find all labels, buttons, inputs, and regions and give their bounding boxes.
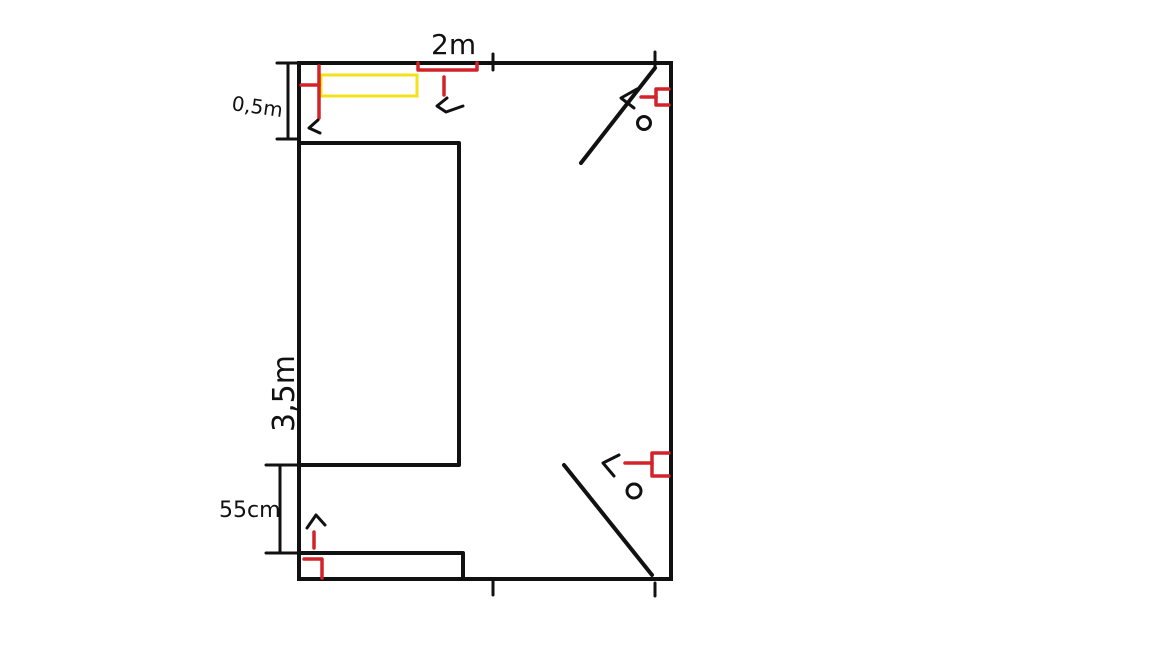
camera-icon — [305, 513, 327, 530]
highlight-rectangle — [319, 73, 419, 98]
red-markers — [299, 61, 671, 580]
label-top-offset: 0,5m — [230, 91, 284, 122]
room-outline — [297, 61, 673, 581]
dimension-lines — [264, 61, 299, 555]
bottom-left-marker-corner — [302, 557, 324, 580]
camera-icon — [307, 118, 322, 135]
top-width-bracket — [416, 61, 479, 72]
camera-glyphs — [305, 87, 652, 530]
diagonal-bottom — [562, 463, 654, 577]
right-lower-marker — [650, 451, 671, 478]
camera-icon — [619, 87, 639, 110]
wall-ticks — [491, 50, 657, 598]
interior-structures — [297, 66, 657, 581]
label-top-width: 2m — [431, 28, 476, 61]
right-upper-marker — [654, 87, 671, 107]
camera-icon — [435, 96, 465, 114]
bottom-block — [297, 551, 465, 581]
label-bottom-offset: 55cm — [219, 498, 281, 523]
diagonal-top — [579, 66, 657, 165]
large-block — [297, 141, 461, 467]
label-left-length: 3,5m — [267, 355, 302, 432]
room-walls — [297, 61, 673, 581]
sensor-icon — [625, 482, 643, 500]
camera-icon — [601, 453, 621, 478]
sensor-icon — [636, 115, 652, 131]
